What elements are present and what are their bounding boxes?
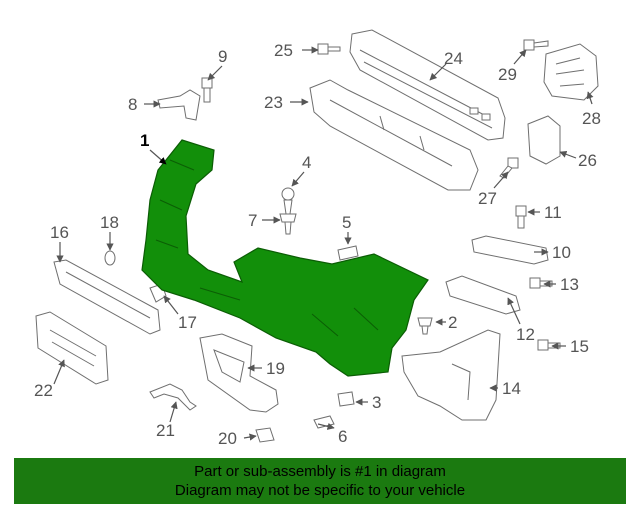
part-18-grommet[interactable]: [104, 250, 116, 266]
part-16-reinforcement[interactable]: [53, 259, 161, 335]
callout-22: 22: [34, 381, 53, 400]
callout-28: 28: [582, 109, 601, 128]
part-3-nut[interactable]: [337, 391, 355, 407]
callout-26: 26: [578, 151, 597, 170]
callout-17: 17: [178, 313, 197, 332]
callout-9: 9: [218, 47, 227, 66]
callout-24: 24: [444, 49, 463, 68]
part-10-bracket[interactable]: [471, 235, 549, 265]
part-1-bumper-cover[interactable]: [141, 139, 429, 377]
part-7-clip[interactable]: [279, 213, 297, 235]
callout-20: 20: [218, 429, 237, 448]
callout-2: 2: [448, 313, 457, 332]
callout-6: 6: [338, 427, 347, 446]
banner-line-1: Part or sub-assembly is #1 in diagram: [194, 463, 446, 480]
callout-13: 13: [560, 275, 579, 294]
part-2-clip[interactable]: [417, 317, 433, 335]
part-13-bolt[interactable]: [529, 277, 553, 289]
part-5-label[interactable]: [337, 245, 359, 261]
part-28-bracket[interactable]: [543, 43, 599, 101]
callout-16: 16: [50, 223, 69, 242]
callout-5: 5: [342, 213, 351, 232]
callout-10: 10: [552, 243, 571, 262]
part-29-bolt[interactable]: [523, 39, 549, 51]
callout-8: 8: [128, 95, 137, 114]
part-9-bolt[interactable]: [201, 77, 213, 103]
callout-14: 14: [502, 379, 521, 398]
callout-27: 27: [478, 189, 497, 208]
part-8-bracket[interactable]: [157, 89, 201, 121]
part-22-bracket[interactable]: [35, 311, 109, 385]
callout-11: 11: [544, 203, 562, 222]
part-27-bolt[interactable]: [499, 157, 519, 179]
part-26-bracket[interactable]: [527, 115, 561, 165]
part-24-bumper-reinforcement[interactable]: [349, 29, 506, 141]
part-23-energy-absorber[interactable]: [309, 79, 479, 191]
part-25-bolt[interactable]: [317, 43, 341, 55]
callout-12: 12: [516, 325, 535, 344]
part-12-bracket[interactable]: [445, 275, 521, 315]
callout-23: 23: [264, 93, 283, 112]
callout-25: 25: [274, 41, 293, 60]
callout-7: 7: [248, 211, 257, 230]
callout-29: 29: [498, 65, 517, 84]
callout-4: 4: [302, 153, 311, 172]
banner-line-2: Diagram may not be specific to your vehi…: [174, 482, 466, 499]
callout-numbers: 1 2 3 4 5 6 7 8 9 10 11 12 13 14 15 16 1…: [34, 41, 601, 448]
part-14-bracket[interactable]: [401, 329, 501, 421]
part-6-nut[interactable]: [313, 415, 335, 429]
part-15-bolt[interactable]: [537, 339, 561, 351]
callout-18: 18: [100, 213, 119, 232]
callout-19: 19: [266, 359, 285, 378]
callout-15: 15: [570, 337, 589, 356]
part-4-clip[interactable]: [281, 187, 295, 215]
part-21-molding[interactable]: [149, 383, 197, 411]
leader-lines: [53, 46, 594, 441]
callout-21: 21: [156, 421, 175, 440]
part-19-grille-frame[interactable]: [199, 333, 279, 413]
part-20-clip[interactable]: [255, 427, 275, 443]
info-banner: Part or sub-assembly is #1 in diagram Di…: [14, 458, 626, 504]
callout-1: 1: [140, 131, 149, 150]
part-11-bolt[interactable]: [515, 205, 527, 229]
callout-3: 3: [372, 393, 381, 412]
